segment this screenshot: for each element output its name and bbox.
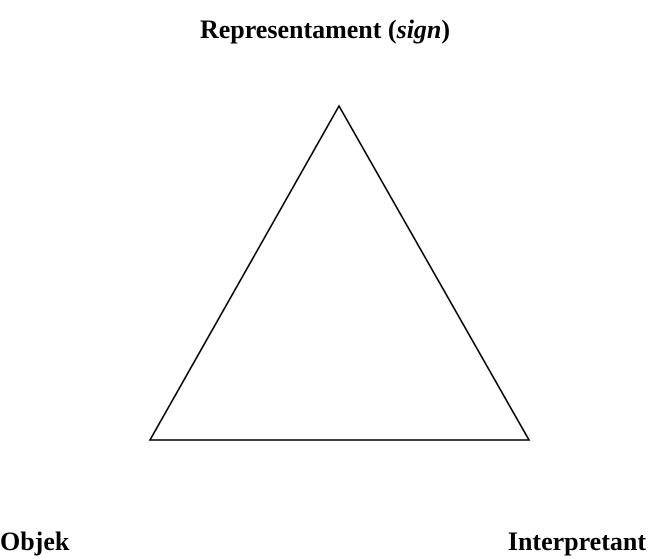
representament-label: Representament (sign) [0, 15, 650, 45]
sign-text: sign [396, 15, 442, 44]
representament-text: Representament ( [199, 15, 397, 44]
objek-label: Objek [0, 527, 70, 556]
triangle-shape [148, 104, 531, 441]
closing-paren: ) [441, 15, 451, 44]
interpretant-label: Interpretant [507, 527, 646, 556]
